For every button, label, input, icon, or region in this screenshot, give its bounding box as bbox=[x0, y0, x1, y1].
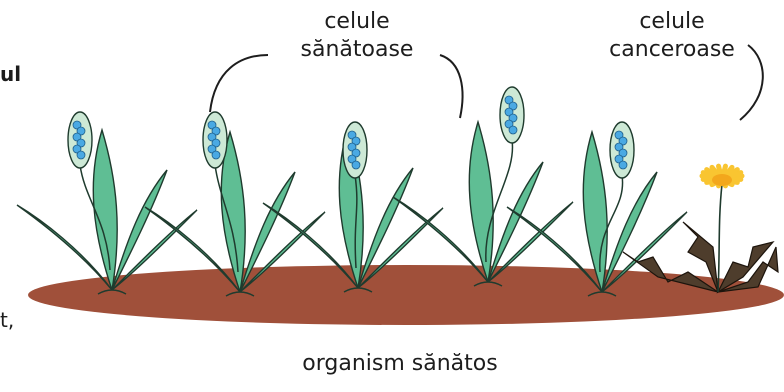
cut-text-left-bottom: t, bbox=[0, 308, 14, 332]
healthy-cells-label-line1: celule bbox=[262, 8, 452, 36]
seed bbox=[77, 151, 85, 159]
cancer-cells-label-line2: canceroase bbox=[582, 36, 762, 64]
leaf bbox=[469, 122, 493, 282]
flower-center bbox=[712, 174, 732, 186]
cut-text-left: ul bbox=[0, 62, 21, 86]
leaf bbox=[112, 170, 167, 290]
healthy-label-pointer-left bbox=[210, 55, 268, 112]
seed bbox=[352, 161, 360, 169]
seed bbox=[212, 151, 220, 159]
organism-label: organism sănătos bbox=[290, 350, 510, 378]
seed bbox=[619, 161, 627, 169]
healthy-label-pointer-right bbox=[440, 55, 463, 118]
cancer-cells-label-line1: celule bbox=[582, 8, 762, 36]
healthy-plant-icon bbox=[393, 87, 573, 286]
leaf bbox=[93, 130, 117, 290]
healthy-plant-icon bbox=[17, 112, 197, 294]
weed-stem bbox=[718, 184, 722, 292]
plants-group bbox=[17, 87, 687, 296]
cancer-cells-label: celule canceroase bbox=[582, 8, 762, 64]
seed bbox=[509, 126, 517, 134]
leaf bbox=[488, 162, 543, 282]
healthy-cells-label-line2: sănătoase bbox=[262, 36, 452, 64]
leaf bbox=[583, 132, 607, 292]
healthy-cells-label: celule sănătoase bbox=[262, 8, 452, 64]
soil-bed-icon bbox=[28, 265, 784, 325]
